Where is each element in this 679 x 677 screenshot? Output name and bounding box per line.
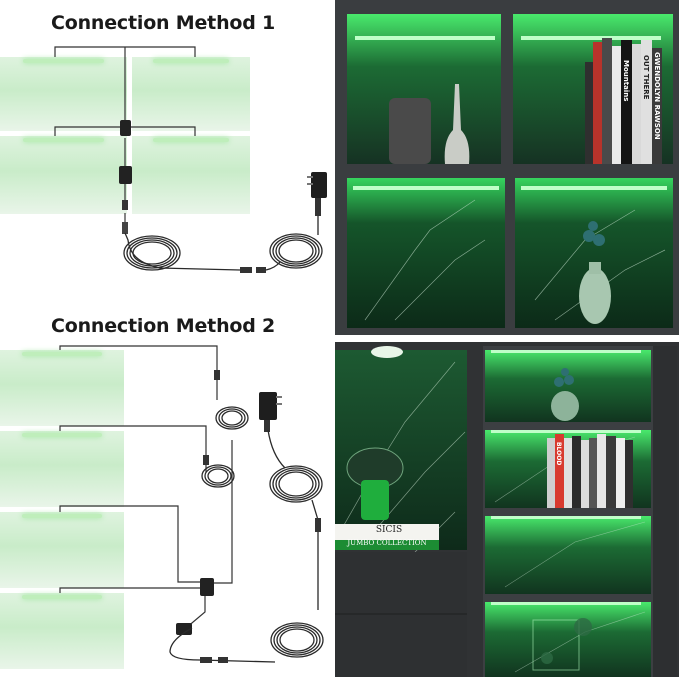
cable-coil-icon xyxy=(201,464,235,488)
method1-title: Connection Method 1 xyxy=(51,12,276,34)
method2-title: Connection Method 2 xyxy=(51,315,276,337)
cabinet-photo-2: SICIS JUMBO COLLECTION BLOOD xyxy=(335,342,679,677)
controller-icon xyxy=(119,166,132,184)
light-panel-2 xyxy=(132,57,250,131)
cable-coil-icon xyxy=(267,429,323,521)
light-panel-4 xyxy=(132,136,250,214)
book-title: SICIS xyxy=(375,525,403,535)
light-panel-1 xyxy=(0,57,127,131)
light-panel-7 xyxy=(0,512,124,588)
power-adapter-icon xyxy=(259,392,277,420)
cable-coil-icon xyxy=(169,532,324,663)
light-panel-8 xyxy=(0,593,124,669)
cable-coil-icon xyxy=(215,406,249,430)
splitter-icon xyxy=(120,120,131,136)
book-spine-4: BLOOD xyxy=(555,442,562,466)
splitter-icon xyxy=(200,578,214,596)
book-spine-3: GWENDOLYN RAWSON xyxy=(653,52,661,140)
book-spine-2: OUT THERE xyxy=(642,55,650,100)
cable-coil-icon xyxy=(123,232,241,271)
book-spine-1: Mountains xyxy=(622,60,630,102)
light-panel-6 xyxy=(0,431,124,507)
light-panel-3 xyxy=(0,136,127,214)
power-adapter-icon xyxy=(311,172,327,198)
cable-coil-icon xyxy=(265,215,323,271)
controller-icon xyxy=(176,623,192,635)
cabinet-photo-1: Mountains OUT THERE GWENDOLYN RAWSON xyxy=(335,0,679,335)
book-subtitle: JUMBO COLLECTION xyxy=(347,539,427,547)
wiring-diagram xyxy=(54,46,327,663)
light-panel-5 xyxy=(0,350,124,426)
